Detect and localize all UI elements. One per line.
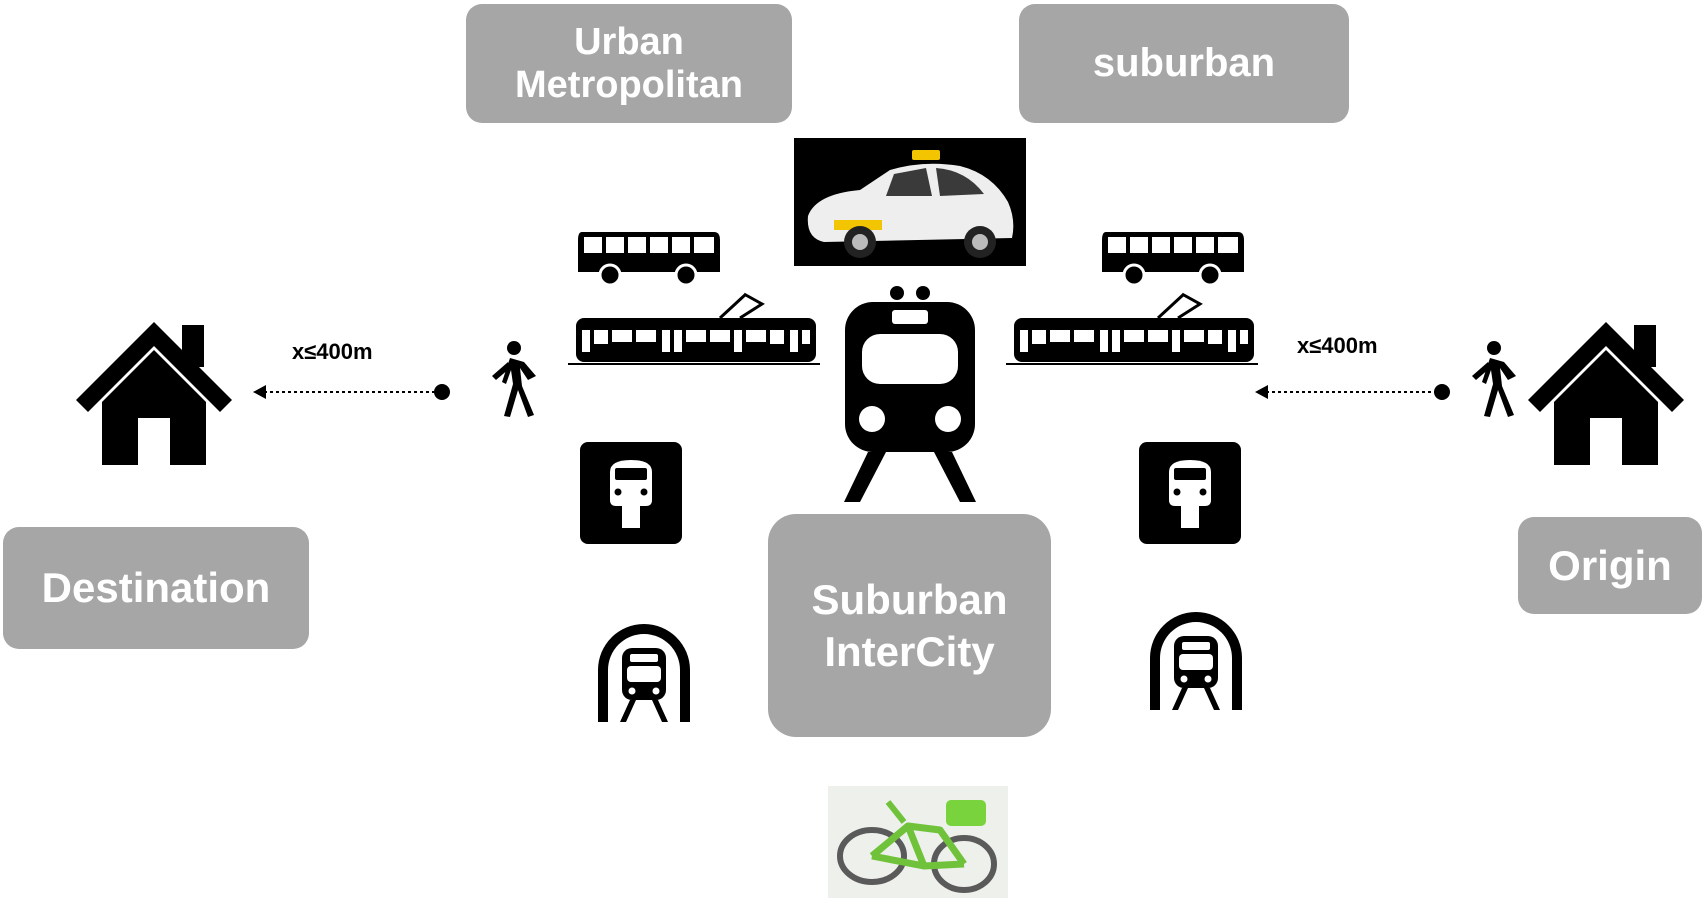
tram-icon — [568, 292, 820, 365]
label-destination-text: Destination — [41, 564, 271, 611]
distance-arrow-left — [253, 384, 450, 400]
taxi-photo — [794, 138, 1026, 266]
label-origin: Origin — [1518, 517, 1702, 614]
label-destination: Destination — [3, 527, 309, 649]
tunnel-train-icon — [1150, 612, 1242, 710]
label-origin-text: Origin — [1548, 541, 1672, 589]
label-suburban: suburban — [1019, 4, 1349, 123]
distance-label-right: x≤400m — [1297, 333, 1378, 358]
label-urban-line1: Urban — [574, 20, 684, 63]
train-front-icon — [844, 286, 976, 502]
bus-icon — [1102, 232, 1244, 287]
tunnel-train-icon — [598, 624, 690, 722]
metro-icon — [580, 442, 682, 544]
label-suburban-text: suburban — [1092, 41, 1276, 85]
house-icon — [76, 322, 232, 465]
pedestrian-icon — [492, 341, 536, 417]
label-intercity-line1: Suburban — [811, 575, 1008, 623]
tram-icon — [1006, 292, 1258, 365]
distance-label-left: x≤400m — [292, 339, 373, 364]
bike-share-photo — [828, 786, 1008, 898]
label-intercity-line2: InterCity — [824, 627, 995, 675]
metro-icon — [1139, 442, 1241, 544]
bus-icon — [578, 232, 720, 287]
label-urban-metropolitan: Urban Metropolitan — [466, 4, 792, 123]
label-suburban-intercity: Suburban InterCity — [768, 514, 1051, 737]
label-urban-line2: Metropolitan — [515, 63, 743, 106]
distance-arrow-right — [1255, 384, 1450, 400]
house-icon — [1528, 322, 1684, 465]
pedestrian-icon — [1472, 341, 1516, 417]
